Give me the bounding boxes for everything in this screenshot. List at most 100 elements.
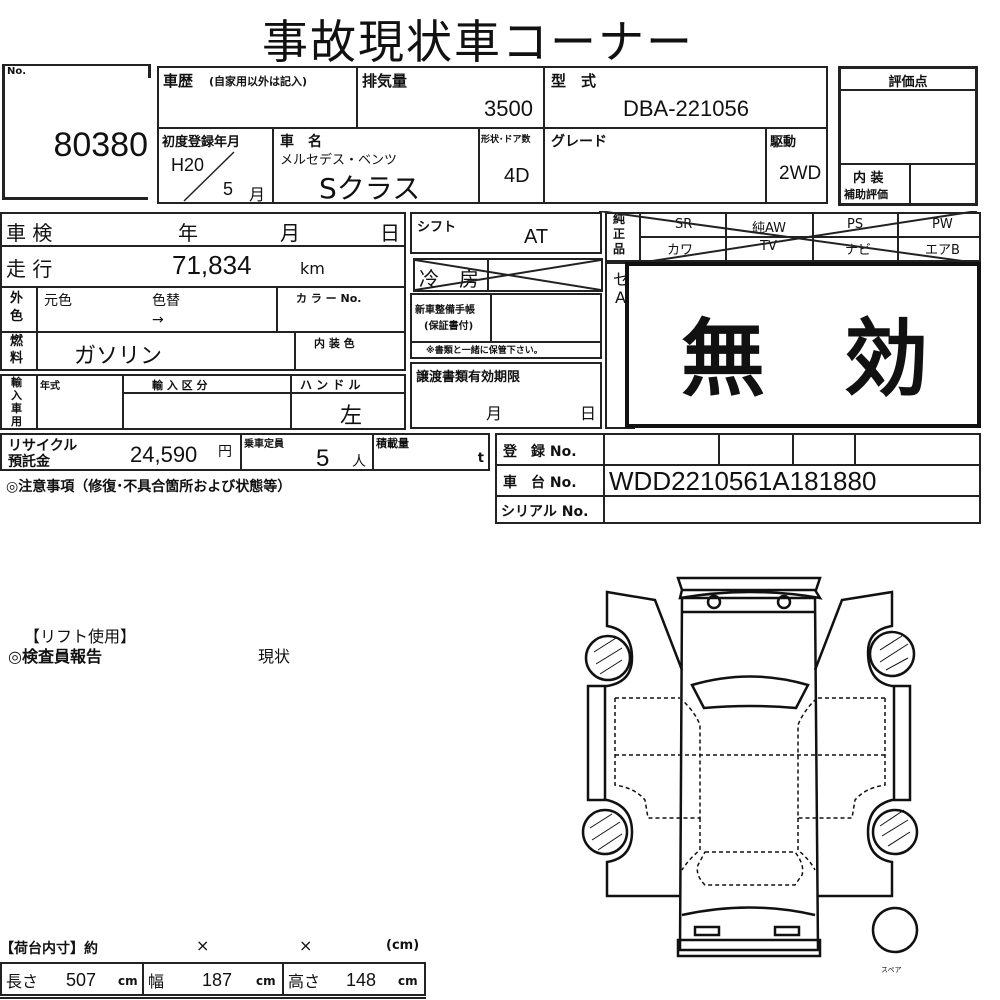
ac-cell: 冷 房 — [413, 258, 603, 292]
fuel-label: 燃料 — [10, 334, 24, 366]
first-reg-cell: 初度登録年月 H20 5 月 — [157, 127, 274, 204]
capacity-value: 5 — [316, 445, 330, 472]
arrow-icon: → — [152, 312, 164, 328]
height-value: 148 — [346, 970, 377, 990]
yen-unit: 円 — [218, 444, 232, 460]
car-diagram — [581, 576, 919, 958]
spare-label: スペア — [881, 966, 902, 974]
interior-aux-label: 補助評価 — [844, 188, 888, 201]
shaken-label: 車 検 — [6, 221, 53, 245]
height-label: 高さ — [288, 972, 321, 991]
car-name-label: 車 名 — [280, 134, 322, 150]
grade-cell: グレード — [543, 127, 767, 204]
body-value: 4D — [504, 165, 530, 187]
width-label: 幅 — [148, 972, 165, 991]
year-unit: 年 — [178, 221, 198, 245]
mileage-value: 71,834 — [172, 250, 252, 280]
page-title: 事故現状車コーナー — [262, 15, 694, 69]
divider — [0, 997, 426, 999]
score-label: 評価点 — [841, 69, 975, 91]
left-door-panel — [586, 590, 684, 898]
void-char-2: 効 — [844, 310, 929, 408]
drive-cell: 駆動 2WD — [765, 127, 828, 204]
interior-color-label: 内 装 色 — [314, 337, 355, 350]
drive-label: 駆動 — [770, 135, 797, 150]
model-code-label: 型 式 — [551, 72, 597, 90]
capacity-cell: 乗車定員 5 人 — [240, 433, 374, 472]
fuel-row: 燃料 ガソリン 内 装 色 — [0, 331, 406, 371]
inspector-report-value: 現状 — [258, 647, 291, 666]
exterior-label: 外色 — [10, 291, 24, 324]
history-note: (自家用以外は記入) — [209, 75, 308, 88]
fuel-value: ガソリン — [74, 344, 163, 369]
caution-heading: ◎注意事項（修復･不具合箇所および状態等） — [6, 479, 292, 495]
load-cell: 積載量 t — [372, 433, 490, 471]
deposit-label: 預託金 — [8, 454, 50, 470]
cross-out-icon — [599, 211, 978, 263]
import-category-label: 輸 入 区 分 — [152, 379, 208, 392]
changed-color-label: 色替 — [152, 293, 180, 309]
option-airbag: エアB — [925, 243, 960, 258]
lift-note: 【リフト使用】 — [24, 627, 137, 646]
history-cell: 車歴(自家用以外は記入) — [157, 66, 358, 129]
drive-value: 2WD — [779, 163, 822, 184]
shift-value: AT — [524, 226, 549, 248]
first-reg-label: 初度登録年月 — [162, 135, 241, 150]
recycle-cell: リサイクル 預託金 24,590 円 — [0, 433, 242, 471]
import-label: 輸入車用 — [11, 376, 22, 428]
mileage-label: 走 行 — [6, 257, 53, 281]
options-label: 純正品 — [613, 212, 626, 256]
cargo-label: 【荷台内寸】約 — [0, 941, 98, 957]
ton-unit: t — [477, 451, 484, 466]
model-code-value: DBA-221056 — [623, 96, 749, 121]
import-row: 輸入車用 年式 輸 入 区 分 ハ ン ド ル 左 — [0, 374, 406, 430]
options-table: 純正品 SR 純AW PS PW カワ TV ナビ エアB — [599, 211, 981, 263]
height-cell: 高さ 148 cm — [282, 962, 426, 996]
recycle-value: 24,590 — [130, 442, 198, 467]
capacity-label: 乗車定員 — [244, 439, 284, 450]
cm-unit: cm — [118, 974, 138, 988]
no-label: No. — [7, 66, 27, 77]
registration-table: 登 録 No. 車 台 No. WDD2210561A181880 シリアル N… — [495, 433, 981, 524]
manual-note: ※書類と一緒に保管下さい。 — [410, 341, 602, 359]
body-label: 形状･ドア数 — [481, 135, 531, 145]
reg-no-label: 登 録 No. — [503, 444, 577, 460]
first-reg-month: 5 — [223, 179, 234, 199]
car-maker: メルセデス・ベンツ — [280, 153, 398, 168]
serial-no-label: シリアル No. — [501, 504, 589, 520]
car-model-name: Sクラス — [319, 172, 421, 205]
cm-unit: cm — [398, 974, 418, 988]
month-unit: 月 — [249, 185, 266, 204]
times-sign: × — [299, 936, 313, 955]
person-unit: 人 — [352, 454, 366, 470]
lot-number-box: No. 80380 — [2, 64, 151, 200]
shift-cell: シフト AT — [410, 212, 602, 254]
score-box: 評価点 内 装 補助評価 — [838, 66, 978, 206]
car-body — [676, 576, 823, 958]
transfer-cell: 譲渡書類有効期限 月 日 — [410, 362, 602, 429]
warranty-label: (保証書付) — [424, 321, 474, 332]
handle-label: ハ ン ド ル — [300, 378, 361, 392]
mileage-unit: km — [300, 259, 325, 278]
original-color-label: 元色 — [44, 293, 72, 309]
grade-label: グレード — [551, 134, 607, 150]
model-code-cell: 型 式 DBA-221056 — [543, 66, 828, 129]
shift-label: シフト — [417, 220, 457, 235]
transfer-label: 譲渡書類有効期限 — [416, 370, 521, 385]
displacement-label: 排気量 — [362, 72, 408, 90]
cross-out-icon — [415, 260, 601, 290]
month-unit: 月 — [280, 221, 300, 245]
first-reg-year: H20 — [171, 155, 205, 175]
interior-score-label: 内 装 — [853, 171, 884, 186]
chassis-no-value: WDD2210561A181880 — [609, 466, 877, 496]
day-unit: 日 — [580, 404, 597, 423]
option-sr: SR — [675, 217, 693, 232]
inspector-report-label: ◎検査員報告 — [8, 647, 102, 666]
recycle-label: リサイクル — [8, 438, 78, 454]
void-stamp: 無 効 — [625, 262, 981, 428]
chassis-no-label: 車 台 No. — [503, 475, 577, 491]
length-label: 長さ — [6, 972, 39, 991]
handle-value: 左 — [340, 404, 363, 429]
